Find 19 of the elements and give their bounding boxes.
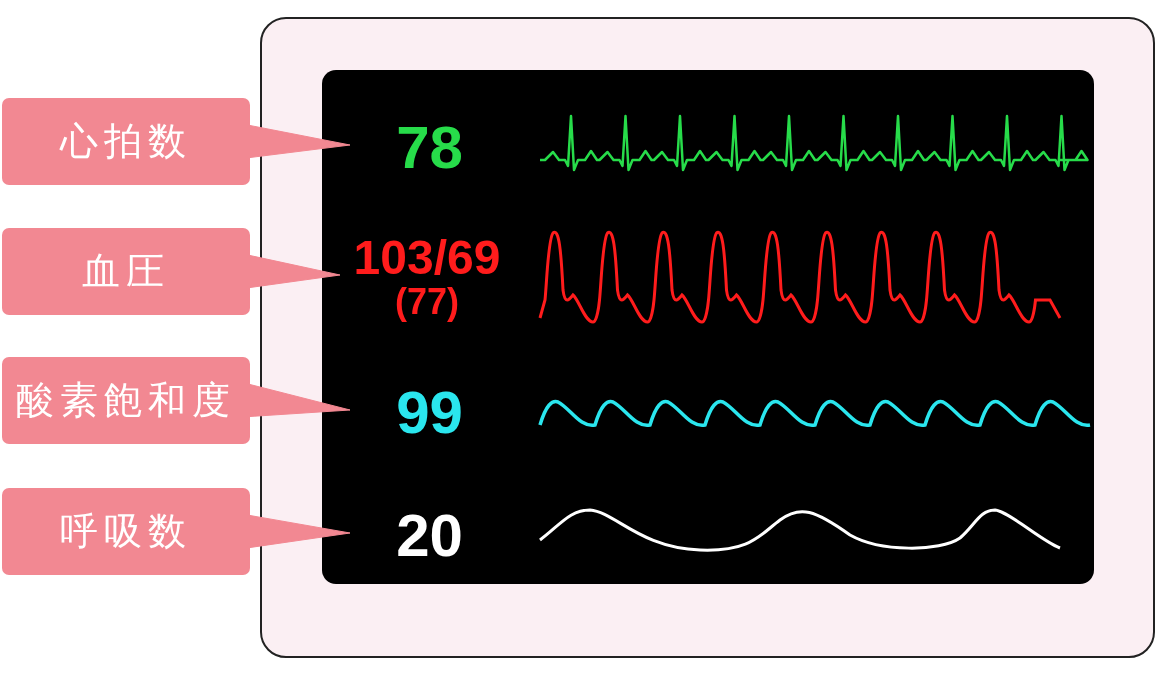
callout-pointer: [249, 515, 351, 548]
callout-pointer: [249, 125, 351, 158]
callout-label: [2, 357, 250, 444]
label-text: 呼吸数: [60, 509, 192, 554]
callout-label: [2, 488, 250, 575]
reading-text: 103/69: [353, 232, 501, 284]
label-text: 心拍数: [60, 119, 192, 164]
reading-text: 99: [396, 380, 463, 444]
label-text: 血圧: [82, 249, 170, 294]
callout-pointer: [249, 255, 341, 288]
reading-text: 20: [396, 503, 463, 567]
callout-pointer: [249, 384, 351, 417]
callout-label: [2, 228, 250, 315]
reading-text: (77): [395, 283, 459, 322]
monitor-screen: [322, 70, 1094, 584]
monitor-frame: [260, 17, 1155, 658]
label-text: 酸素飽和度: [16, 378, 236, 423]
reading-text: 78: [396, 115, 463, 179]
callout-label: [2, 98, 250, 185]
